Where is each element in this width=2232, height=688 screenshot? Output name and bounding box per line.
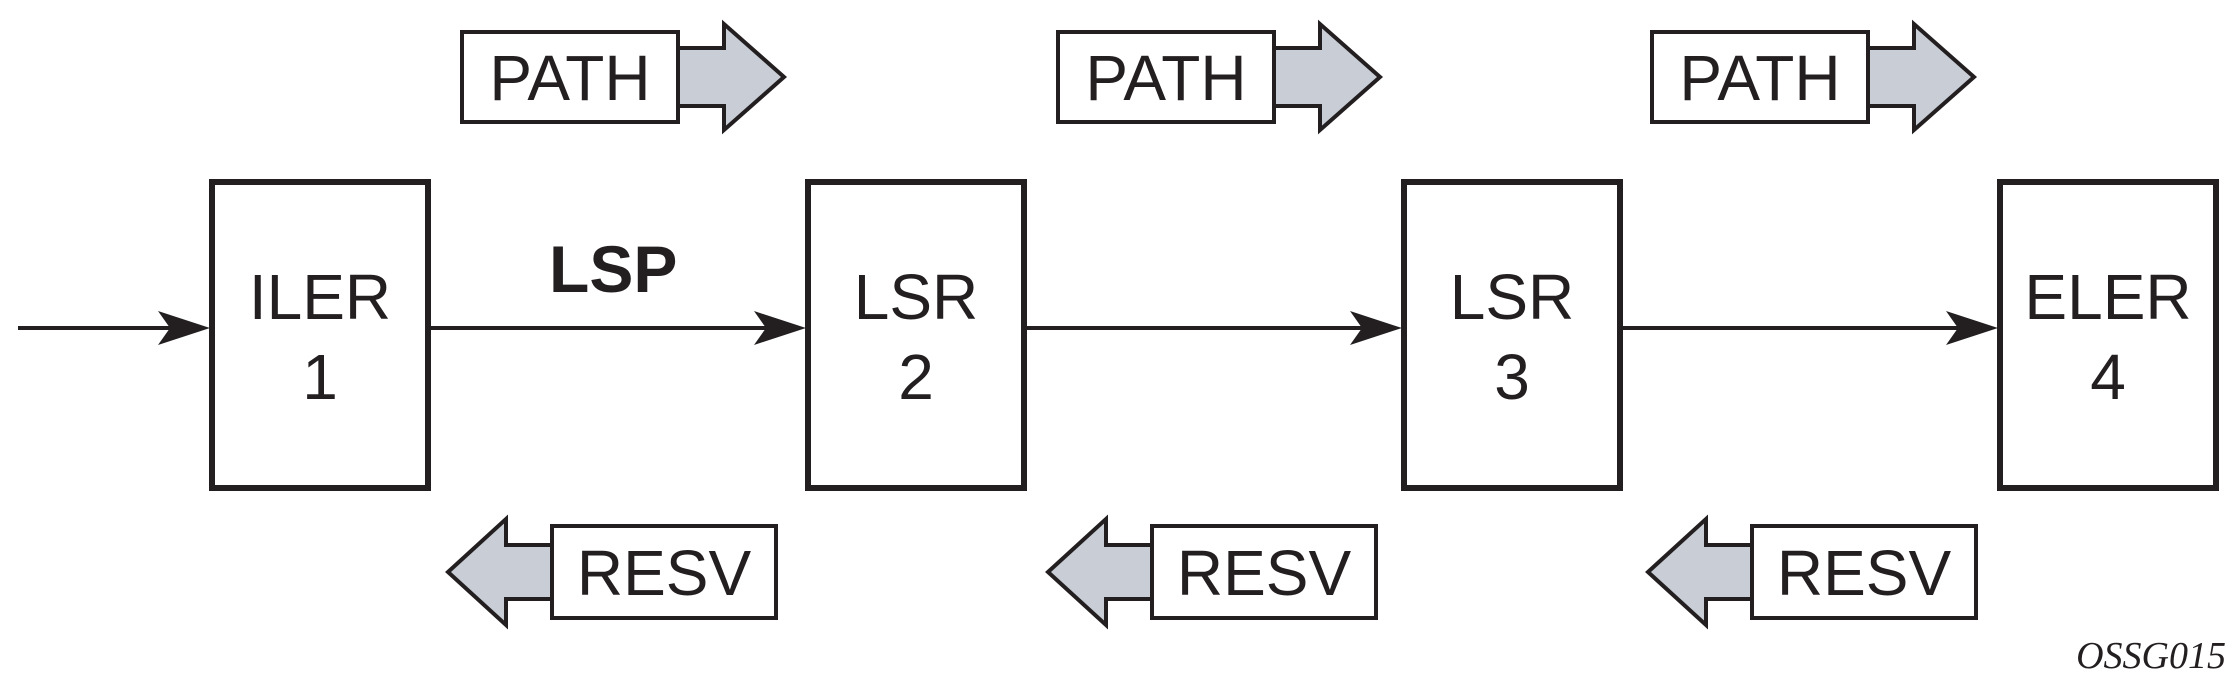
router-number: 4 [2090,341,2126,413]
resv-message-3: RESV [1645,514,1978,630]
path-message-2: PATH [1056,19,1384,135]
path-message-1: PATH [460,19,788,135]
path-label-box [460,30,680,124]
resv-label-box [550,524,778,620]
resv-label: RESV [1177,537,1352,609]
router-box [1401,179,1623,491]
link-2-3-arrowhead [1350,311,1402,345]
resv-message-2: RESV [1045,514,1378,630]
left-arrow-icon [1645,514,1756,630]
right-arrow-icon [1270,19,1384,135]
router-number: 2 [898,341,934,413]
router-name: ILER [249,261,391,333]
lsp-label: LSP [549,232,677,306]
resv-label: RESV [577,537,752,609]
router-name: LSR [1450,261,1575,333]
resv-label: RESV [1777,537,1952,609]
router-name: LSR [854,261,979,333]
router-node-2: LSR 2 [805,179,1027,491]
resv-label-box [1750,524,1978,620]
router-box [1997,179,2219,491]
path-label: PATH [1085,42,1246,114]
router-node-4: ELER 4 [1997,179,2219,491]
path-message-3: PATH [1650,19,1978,135]
resv-label-box [1150,524,1378,620]
path-label: PATH [489,42,650,114]
link-1-2-arrowhead [754,311,806,345]
router-box [805,179,1027,491]
router-number: 1 [302,341,338,413]
left-arrow-icon [445,514,556,630]
router-node-1: ILER 1 [209,179,431,491]
router-name: ELER [2024,261,2191,333]
path-label: PATH [1679,42,1840,114]
router-number: 3 [1494,341,1530,413]
router-node-3: LSR 3 [1401,179,1623,491]
path-label-box [1650,30,1870,124]
ingress-arrowhead [158,311,210,345]
link-3-4-arrowhead [1946,311,1998,345]
link-lines [18,311,1998,345]
right-arrow-icon [1864,19,1978,135]
right-arrow-icon [674,19,788,135]
figure-id: OSSG015 [2076,635,2226,677]
router-box [209,179,431,491]
left-arrow-icon [1045,514,1156,630]
path-label-box [1056,30,1276,124]
resv-message-1: RESV [445,514,778,630]
